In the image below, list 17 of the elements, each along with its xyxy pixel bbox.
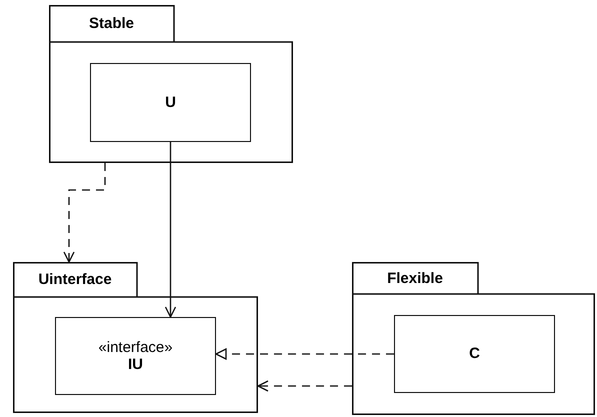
class-name: C xyxy=(469,345,480,363)
class-name: IU xyxy=(128,356,143,374)
class-box xyxy=(394,315,555,393)
class-box xyxy=(55,317,216,395)
package-frame xyxy=(352,262,595,415)
stereotype-label: «interface» xyxy=(98,338,173,356)
dependency-arrow xyxy=(63,163,106,263)
package-name: Stable xyxy=(88,14,135,34)
class-name: U xyxy=(165,94,176,112)
package-name: Uinterface xyxy=(37,270,113,290)
class-box xyxy=(90,63,251,142)
dependency-arrow xyxy=(164,142,176,318)
realization-arrow xyxy=(215,348,394,360)
package-frame xyxy=(13,262,258,413)
dependency-arrow xyxy=(257,380,352,392)
package-name: Flexible xyxy=(386,268,444,288)
package-frame xyxy=(49,5,293,163)
